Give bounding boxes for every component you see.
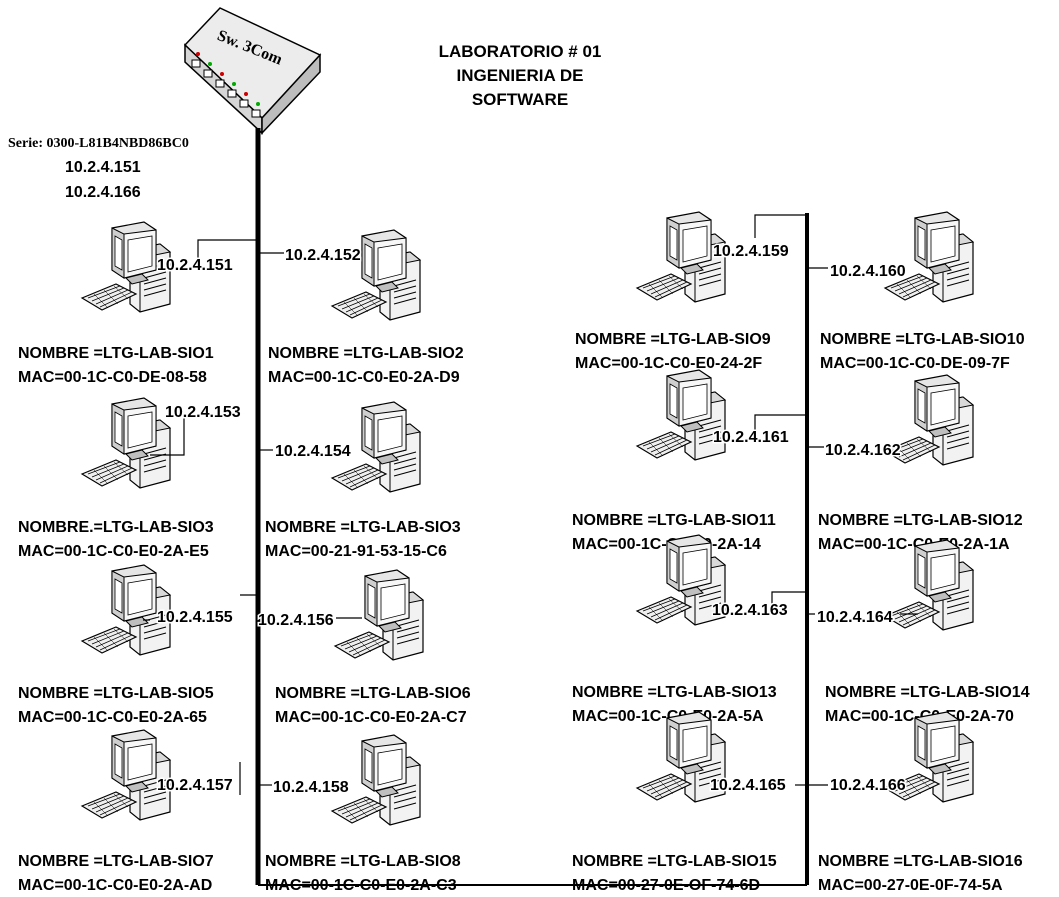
- computer-name: NOMBRE =LTG-LAB-SIO10: [820, 331, 1025, 348]
- ip-label: 10.2.4.152: [285, 247, 361, 264]
- ip-label: 10.2.4.162: [825, 442, 901, 459]
- computer-mac: MAC=00-1C-C0-E0-2A-1A: [818, 536, 1010, 553]
- computer-mac: MAC=00-1C-C0-E0-2A-C3: [265, 877, 457, 894]
- computer-name: NOMBRE =LTG-LAB-SIO5: [18, 685, 214, 702]
- computer-mac: MAC=00-1C-C0-DE-08-58: [18, 369, 207, 386]
- cable-link: [198, 240, 258, 258]
- ip-label: 10.2.4.163: [712, 602, 788, 619]
- ip-label: 10.2.4.157: [157, 777, 233, 794]
- desktop-computer-icon: [82, 398, 170, 488]
- ip-label: 10.2.4.155: [157, 609, 233, 626]
- computer-mac: MAC=00-1C-C0-E0-2A-C7: [275, 709, 467, 726]
- computer-name: NOMBRE =LTG-LAB-SIO7: [18, 853, 214, 870]
- desktop-computer-icon: [332, 230, 420, 320]
- ip-label: 10.2.4.159: [713, 243, 789, 260]
- desktop-computer-icon: [637, 212, 725, 302]
- switch-serial: Serie: 0300-L81B4NBD86BC0: [8, 136, 189, 151]
- computer-name: NOMBRE =LTG-LAB-SIO2: [268, 345, 464, 362]
- ip-label: 10.2.4.154: [275, 443, 351, 460]
- desktop-computer-icon: [637, 370, 725, 460]
- ip-label: 10.2.4.164: [817, 609, 893, 626]
- computer-name: NOMBRE =LTG-LAB-SIO3: [265, 519, 461, 536]
- computer-name: NOMBRE =LTG-LAB-SIO13: [572, 684, 777, 701]
- desktop-computer-icon: [82, 730, 170, 820]
- computer-mac: MAC=00-1C-C0-E0-2A-65: [18, 709, 207, 726]
- computer-name: NOMBRE =LTG-LAB-SIO16: [818, 853, 1023, 870]
- computer-mac: MAC=00-21-91-53-15-C6: [265, 543, 447, 560]
- computer-name: NOMBRE =LTG-LAB-SIO14: [825, 684, 1030, 701]
- title-line1: LABORATORIO # 01: [439, 42, 602, 61]
- ip-label: 10.2.4.165: [710, 777, 786, 794]
- computer-mac: MAC=00-1C-C0-E0-2A-AD: [18, 877, 212, 894]
- ip-label: 10.2.4.166: [830, 777, 906, 794]
- desktop-computer-icon: [335, 570, 423, 660]
- computer-mac: MAC=00-1C-C0-E0-24-2F: [575, 355, 762, 372]
- computer-name: NOMBRE =LTG-LAB-SIO8: [265, 853, 461, 870]
- switch-ip-2: 10.2.4.166: [65, 184, 141, 201]
- computer-mac: MAC=00-1C-C0-E0-2A-D9: [268, 369, 460, 386]
- desktop-computer-icon: [885, 540, 973, 630]
- computer-name: NOMBRE =LTG-LAB-SIO6: [275, 685, 471, 702]
- ip-label: 10.2.4.153: [165, 404, 241, 421]
- ip-label: 10.2.4.160: [830, 263, 906, 280]
- ip-label: 10.2.4.151: [157, 257, 233, 274]
- computer-name: NOMBRE =LTG-LAB-SIO9: [575, 331, 771, 348]
- title-line2: INGENIERIA DE: [457, 66, 584, 85]
- computer-name: NOMBRE =LTG-LAB-SIO12: [818, 512, 1023, 529]
- cable-link: [755, 415, 807, 430]
- computer-mac: MAC=00-1C-C0-DE-09-7F: [820, 355, 1010, 372]
- ip-label: 10.2.4.158: [273, 779, 349, 796]
- computer-mac: MAC=00-1C-C0-E0-2A-E5: [18, 543, 209, 560]
- desktop-computer-icon: [885, 212, 973, 302]
- cable-link: [240, 762, 258, 795]
- computer-name: NOMBRE.=LTG-LAB-SIO3: [18, 519, 214, 536]
- computer-node: 10.2.4.153NOMBRE.=LTG-LAB-SIO3MAC=00-1C-…: [18, 398, 241, 560]
- switch-ip-1: 10.2.4.151: [65, 159, 141, 176]
- ip-label: 10.2.4.156: [258, 612, 334, 629]
- computer-name: NOMBRE =LTG-LAB-SIO1: [18, 345, 214, 362]
- network-switch-icon: Sw. 3Com: [185, 8, 320, 133]
- title-line3: SOFTWARE: [472, 90, 568, 109]
- computer-mac: MAC=00-27-0E-OF-74-6D: [572, 877, 760, 894]
- cable-link: [755, 215, 807, 238]
- computer-name: NOMBRE =LTG-LAB-SIO11: [572, 512, 776, 529]
- ip-label: 10.2.4.161: [713, 429, 789, 446]
- computer-name: NOMBRE =LTG-LAB-SIO15: [572, 853, 777, 870]
- computer-mac: MAC=00-27-0E-0F-74-5A: [818, 877, 1003, 894]
